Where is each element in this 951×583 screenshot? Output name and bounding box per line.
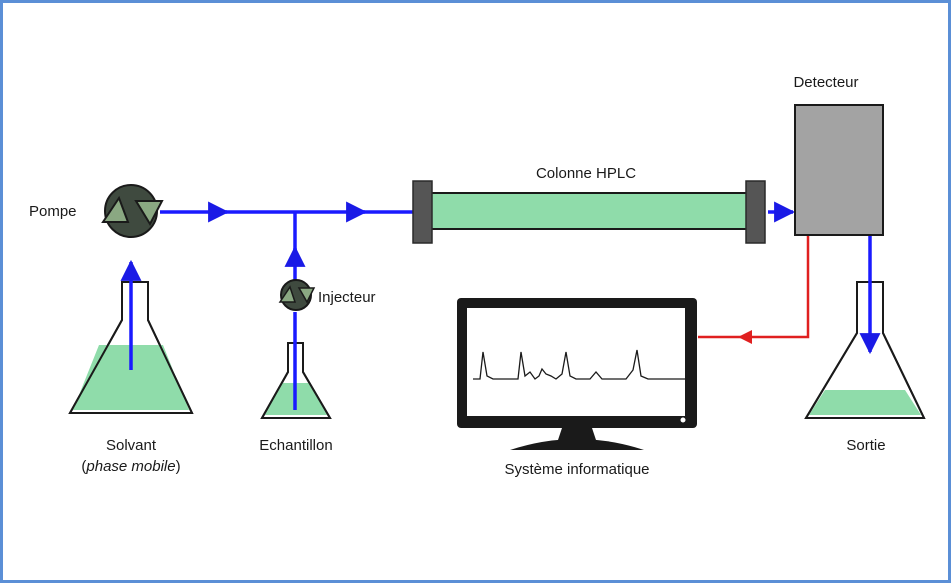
injector-icon <box>278 279 316 311</box>
colonne-label: Colonne HPLC <box>535 165 637 182</box>
phase-mobile-label: (phase mobile) <box>81 458 181 475</box>
sortie-flask-icon <box>804 281 926 419</box>
detecteur-label: Detecteur <box>793 74 859 91</box>
solvant-label: Solvant <box>105 437 157 454</box>
flow-lines <box>120 201 881 410</box>
pump-icon <box>101 184 164 238</box>
column-tube <box>412 180 766 244</box>
pompe-label: Pompe <box>29 203 77 220</box>
signal-line <box>698 236 810 344</box>
sortie-label: Sortie <box>846 437 886 454</box>
systeme-label: Système informatique <box>504 461 650 478</box>
echantillon-label: Echantillon <box>259 437 333 454</box>
monitor-icon <box>457 298 697 450</box>
detector-box <box>794 104 884 236</box>
injecteur-label: Injecteur <box>318 289 376 306</box>
